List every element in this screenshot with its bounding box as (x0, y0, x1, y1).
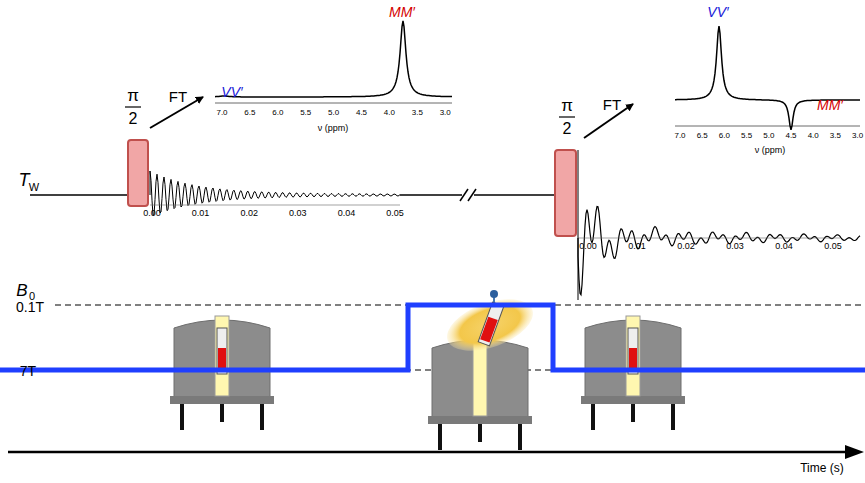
axis-tick: 0.01 (192, 209, 210, 218)
axis-tick: 4.0 (384, 109, 395, 117)
axis-tick: 3.0 (440, 109, 451, 117)
axis-title: Time (s) (800, 462, 844, 474)
axis-tick: 5.0 (328, 109, 339, 117)
axis-tick: 6.5 (697, 132, 708, 140)
axis-tick: 3.5 (830, 132, 841, 140)
wait-time-subscript: W (29, 182, 39, 193)
axis-tick: 3.5 (412, 109, 423, 117)
peak-label: VV′ (221, 85, 242, 99)
axis-tick: 6.0 (719, 132, 730, 140)
axis-tick: 0.03 (726, 242, 744, 251)
axis-tick: 7.0 (674, 132, 685, 140)
pulse-angle: π (127, 87, 139, 104)
axis-tick: 0.05 (386, 209, 404, 218)
peak-label: VV′ (707, 5, 728, 19)
axis-title: ν (ppm) (755, 146, 786, 155)
axis-tick: 4.5 (356, 109, 367, 117)
transform-label: FT (169, 89, 187, 104)
axis-tick: 5.0 (763, 132, 774, 140)
pulse-angle: 2 (563, 121, 572, 137)
axis-tick: 7.0 (216, 109, 227, 117)
axis-tick: 0.00 (579, 242, 597, 251)
axis-title: ν (ppm) (318, 124, 349, 133)
field-symbol: B (16, 282, 27, 299)
axis-tick: 5.5 (741, 132, 752, 140)
axis-tick: 5.5 (300, 109, 311, 117)
wait-time: T (19, 171, 30, 189)
axis-tick: 0.03 (289, 209, 307, 218)
peak-label: MM′ (817, 98, 843, 112)
axis-tick: 0.00 (143, 209, 161, 218)
axis-tick: 0.01 (628, 242, 646, 251)
axis-tick: 4.0 (808, 132, 819, 140)
axis-tick: 6.5 (244, 109, 255, 117)
axis-tick: 0.04 (338, 209, 356, 218)
axis-tick: 6.0 (272, 109, 283, 117)
transform-label: FT (603, 97, 621, 112)
axis-tick: 4.5 (785, 132, 796, 140)
axis-tick: 0.02 (677, 242, 695, 251)
pulse-angle: π (561, 97, 573, 114)
axis-tick: 0.04 (775, 242, 793, 251)
field-level: 0.1T (16, 300, 44, 314)
field-level: 7T (20, 364, 36, 378)
axis-tick: 3.0 (852, 132, 863, 140)
pulse-angle: 2 (129, 111, 138, 127)
axis-tick: 0.02 (240, 209, 258, 218)
peak-label: MM′ (389, 5, 415, 19)
axis-tick: 0.05 (824, 242, 842, 251)
